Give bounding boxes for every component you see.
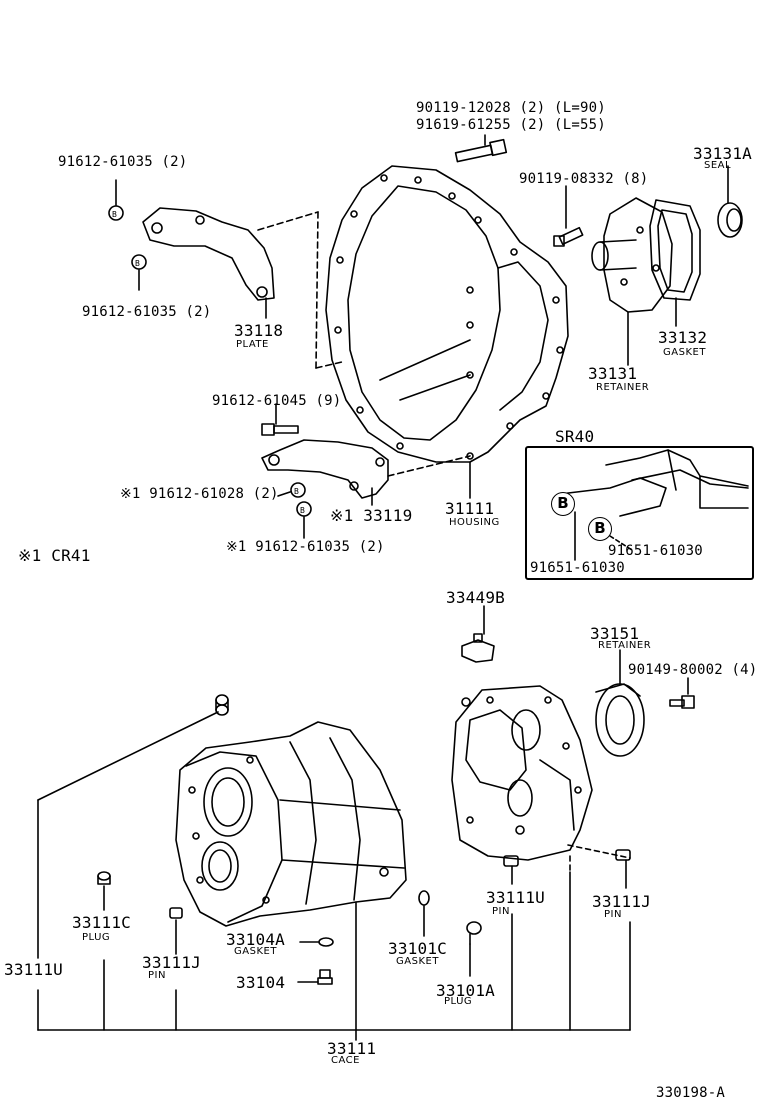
label-pin-j2-no: 33111J [592, 892, 651, 911]
label-plug-a-no: 33101A [436, 981, 495, 1000]
gasket-icon [418, 890, 430, 906]
label-sensor-no: 33449B [446, 588, 505, 607]
label-bolt-80002: 90149-80002 (4) [628, 662, 758, 678]
label-gasket-c-name: GASKET [396, 956, 439, 967]
label-bolt-9: 91612-61045 (9) [212, 393, 342, 409]
retainer-33151 [595, 683, 645, 757]
label-inset-bolt-right: 91651-61030 [608, 543, 703, 559]
plug-icon [97, 871, 111, 885]
seal-icon [717, 202, 743, 238]
label-drawing-no: 330198-A [656, 1085, 726, 1101]
label-plate-name: PLATE [236, 339, 269, 350]
label-seal-no: 33131A [693, 144, 752, 163]
sr40-inset-box [525, 446, 754, 580]
label-bolt-plate-top: 91612-61035 (2) [58, 154, 188, 170]
pin-icon [615, 849, 631, 861]
label-pin-j2-name: PIN [604, 909, 622, 920]
label-retainer-name: RETAINER [596, 382, 650, 393]
plate-33118 [142, 207, 275, 301]
label-bolt-8332: 90119-08332 (8) [519, 171, 649, 187]
label-gasket-a-no: 33104A [226, 930, 285, 949]
label-sr40: SR40 [555, 427, 595, 446]
pin-icon [169, 907, 183, 919]
label-plug-c-no: 33111C [72, 913, 131, 932]
label-pin-j-no: 33111J [142, 953, 201, 972]
label-case-name: CACE [331, 1055, 360, 1066]
nut-b-icon: B [131, 254, 147, 270]
label-bolt-short: 91619-61255 (2) (L=55) [416, 117, 606, 133]
circle-b-marker: B [588, 517, 612, 541]
bolt-icon [553, 226, 584, 247]
sensor-33449b [461, 633, 495, 663]
bolt-icon [261, 423, 299, 436]
gasket-icon [318, 937, 334, 947]
extension-housing [451, 685, 593, 861]
label-gasket-a-name: GASKET [234, 946, 277, 957]
label-note-cr41: ※1 CR41 [18, 546, 91, 565]
label-plate-no: 33118 [234, 321, 284, 340]
label-inset-bolt-left: 91651-61030 [530, 560, 625, 576]
nut-b-icon: B [108, 205, 124, 221]
label-case-no: 33111 [327, 1039, 377, 1058]
pin-icon [503, 855, 519, 867]
label-pin-j-name: PIN [148, 970, 166, 981]
inset-sr40-sketch [559, 449, 749, 517]
label-bolt-plate-bottom: 91612-61035 (2) [82, 304, 212, 320]
bolt-icon [454, 138, 508, 163]
label-housing-no: 31111 [445, 499, 495, 518]
plug-icon [317, 969, 333, 985]
label-bolt-long: 90119-12028 (2) (L=90) [416, 100, 606, 116]
label-bolt-61035b: ※1 91612-61035 (2) [226, 539, 385, 555]
label-gasket-name: GASKET [663, 347, 706, 358]
label-gasket-no: 33132 [658, 328, 708, 347]
nut-b-icon: B [290, 482, 306, 498]
label-retainer-no: 33131 [588, 364, 638, 383]
svg-text:B: B [112, 210, 117, 219]
bolt-icon [669, 695, 695, 709]
svg-text:B: B [300, 506, 305, 515]
label-retainer2-name: RETAINER [598, 640, 652, 651]
plug-icon [466, 921, 482, 945]
retainer-33131 [591, 197, 673, 313]
label-plug-a-name: PLUG [444, 996, 473, 1007]
bracket-33119 [261, 439, 389, 499]
label-pin-u-no: 33111U [486, 888, 545, 907]
label-gasket-c-no: 33101C [388, 939, 447, 958]
label-seal-name: SEAL [704, 160, 732, 171]
label-pin-u-left: 33111U [4, 960, 63, 979]
label-bracket-no: ※1 33119 [330, 506, 413, 525]
svg-text:B: B [294, 487, 299, 496]
label-retainer2-no: 33151 [590, 624, 640, 643]
label-bolt-61028: ※1 91612-61028 (2) [120, 486, 279, 502]
circle-b-marker: B [551, 492, 575, 516]
pin-icon [215, 694, 229, 716]
label-plug-104: 33104 [236, 973, 286, 992]
svg-text:B: B [135, 259, 140, 268]
gasket-33132 [649, 199, 701, 301]
clutch-housing-31111 [325, 165, 569, 463]
transmission-case-33111 [175, 721, 407, 927]
nut-b-icon: B [296, 501, 312, 517]
label-plug-c-name: PLUG [82, 932, 111, 943]
label-pin-u-name: PIN [492, 906, 510, 917]
label-housing-name: HOUSING [449, 517, 500, 528]
